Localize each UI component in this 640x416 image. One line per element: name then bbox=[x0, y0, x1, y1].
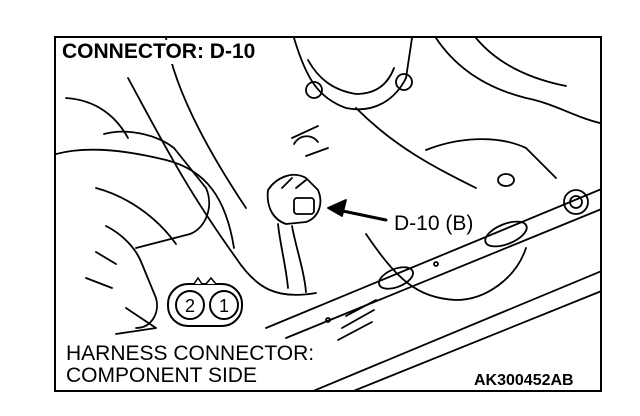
harness-connector-label: HARNESS CONNECTOR: bbox=[66, 342, 315, 365]
component-side-label: COMPONENT SIDE bbox=[66, 364, 257, 387]
pin-1-label: 1 bbox=[219, 296, 229, 316]
connector-title: CONNECTOR: D-10 bbox=[62, 40, 260, 64]
figure-code: AK300452AB bbox=[474, 372, 574, 389]
harness-connector-symbol: 2 1 bbox=[167, 276, 243, 327]
diagram-frame: 2 1 CONNECTOR: D-10 D-10 (B) HARNESS CON… bbox=[54, 36, 602, 392]
engine-illustration bbox=[56, 38, 600, 390]
callout-label: D-10 (B) bbox=[392, 212, 476, 236]
pin-1-circle bbox=[209, 290, 239, 320]
pin-2-circle bbox=[175, 290, 205, 320]
pin-2-label: 2 bbox=[185, 296, 195, 316]
